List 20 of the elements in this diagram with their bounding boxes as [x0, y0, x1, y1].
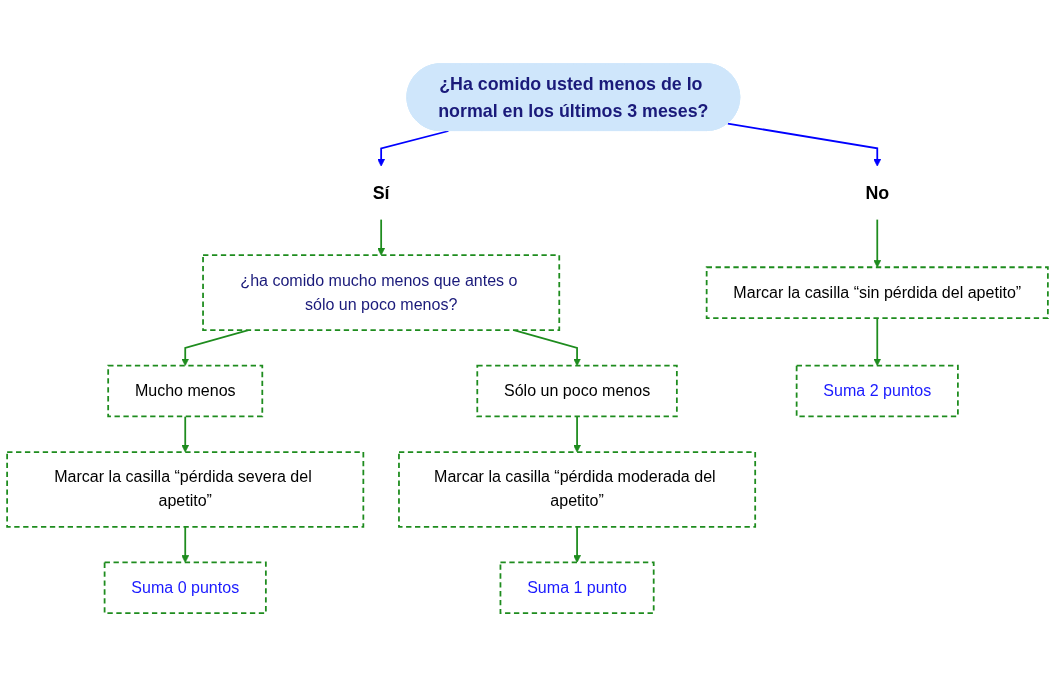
node-box: Mucho menos: [107, 364, 264, 418]
arrow: [181, 525, 190, 563]
node-text: No: [865, 183, 890, 203]
arrow: [377, 130, 450, 167]
arrow: [726, 122, 882, 167]
node-box: Marcar la casilla “sin pérdida del apetito”: [705, 266, 1049, 319]
node-box: Suma 0 puntos: [103, 561, 267, 615]
node-box: Marcar la casilla “pérdida moderada del apetito”: [398, 451, 757, 528]
node-box: Marcar la casilla “pérdida severa del apetito”: [6, 451, 365, 528]
node-box: Suma 1 punto: [499, 561, 655, 615]
arrow: [873, 317, 882, 366]
arrow: [573, 415, 581, 453]
node-text: Sí: [372, 183, 390, 203]
node-box: Suma 2 puntos: [795, 364, 959, 418]
arrow: [573, 525, 581, 563]
arrow: [873, 218, 882, 268]
node-box: ¿ha comido mucho menos que antes o sólo un poco menos?: [202, 254, 561, 331]
node-box: Sólo un poco menos: [476, 364, 678, 418]
arrow: [181, 415, 190, 453]
arrow: [377, 218, 386, 256]
